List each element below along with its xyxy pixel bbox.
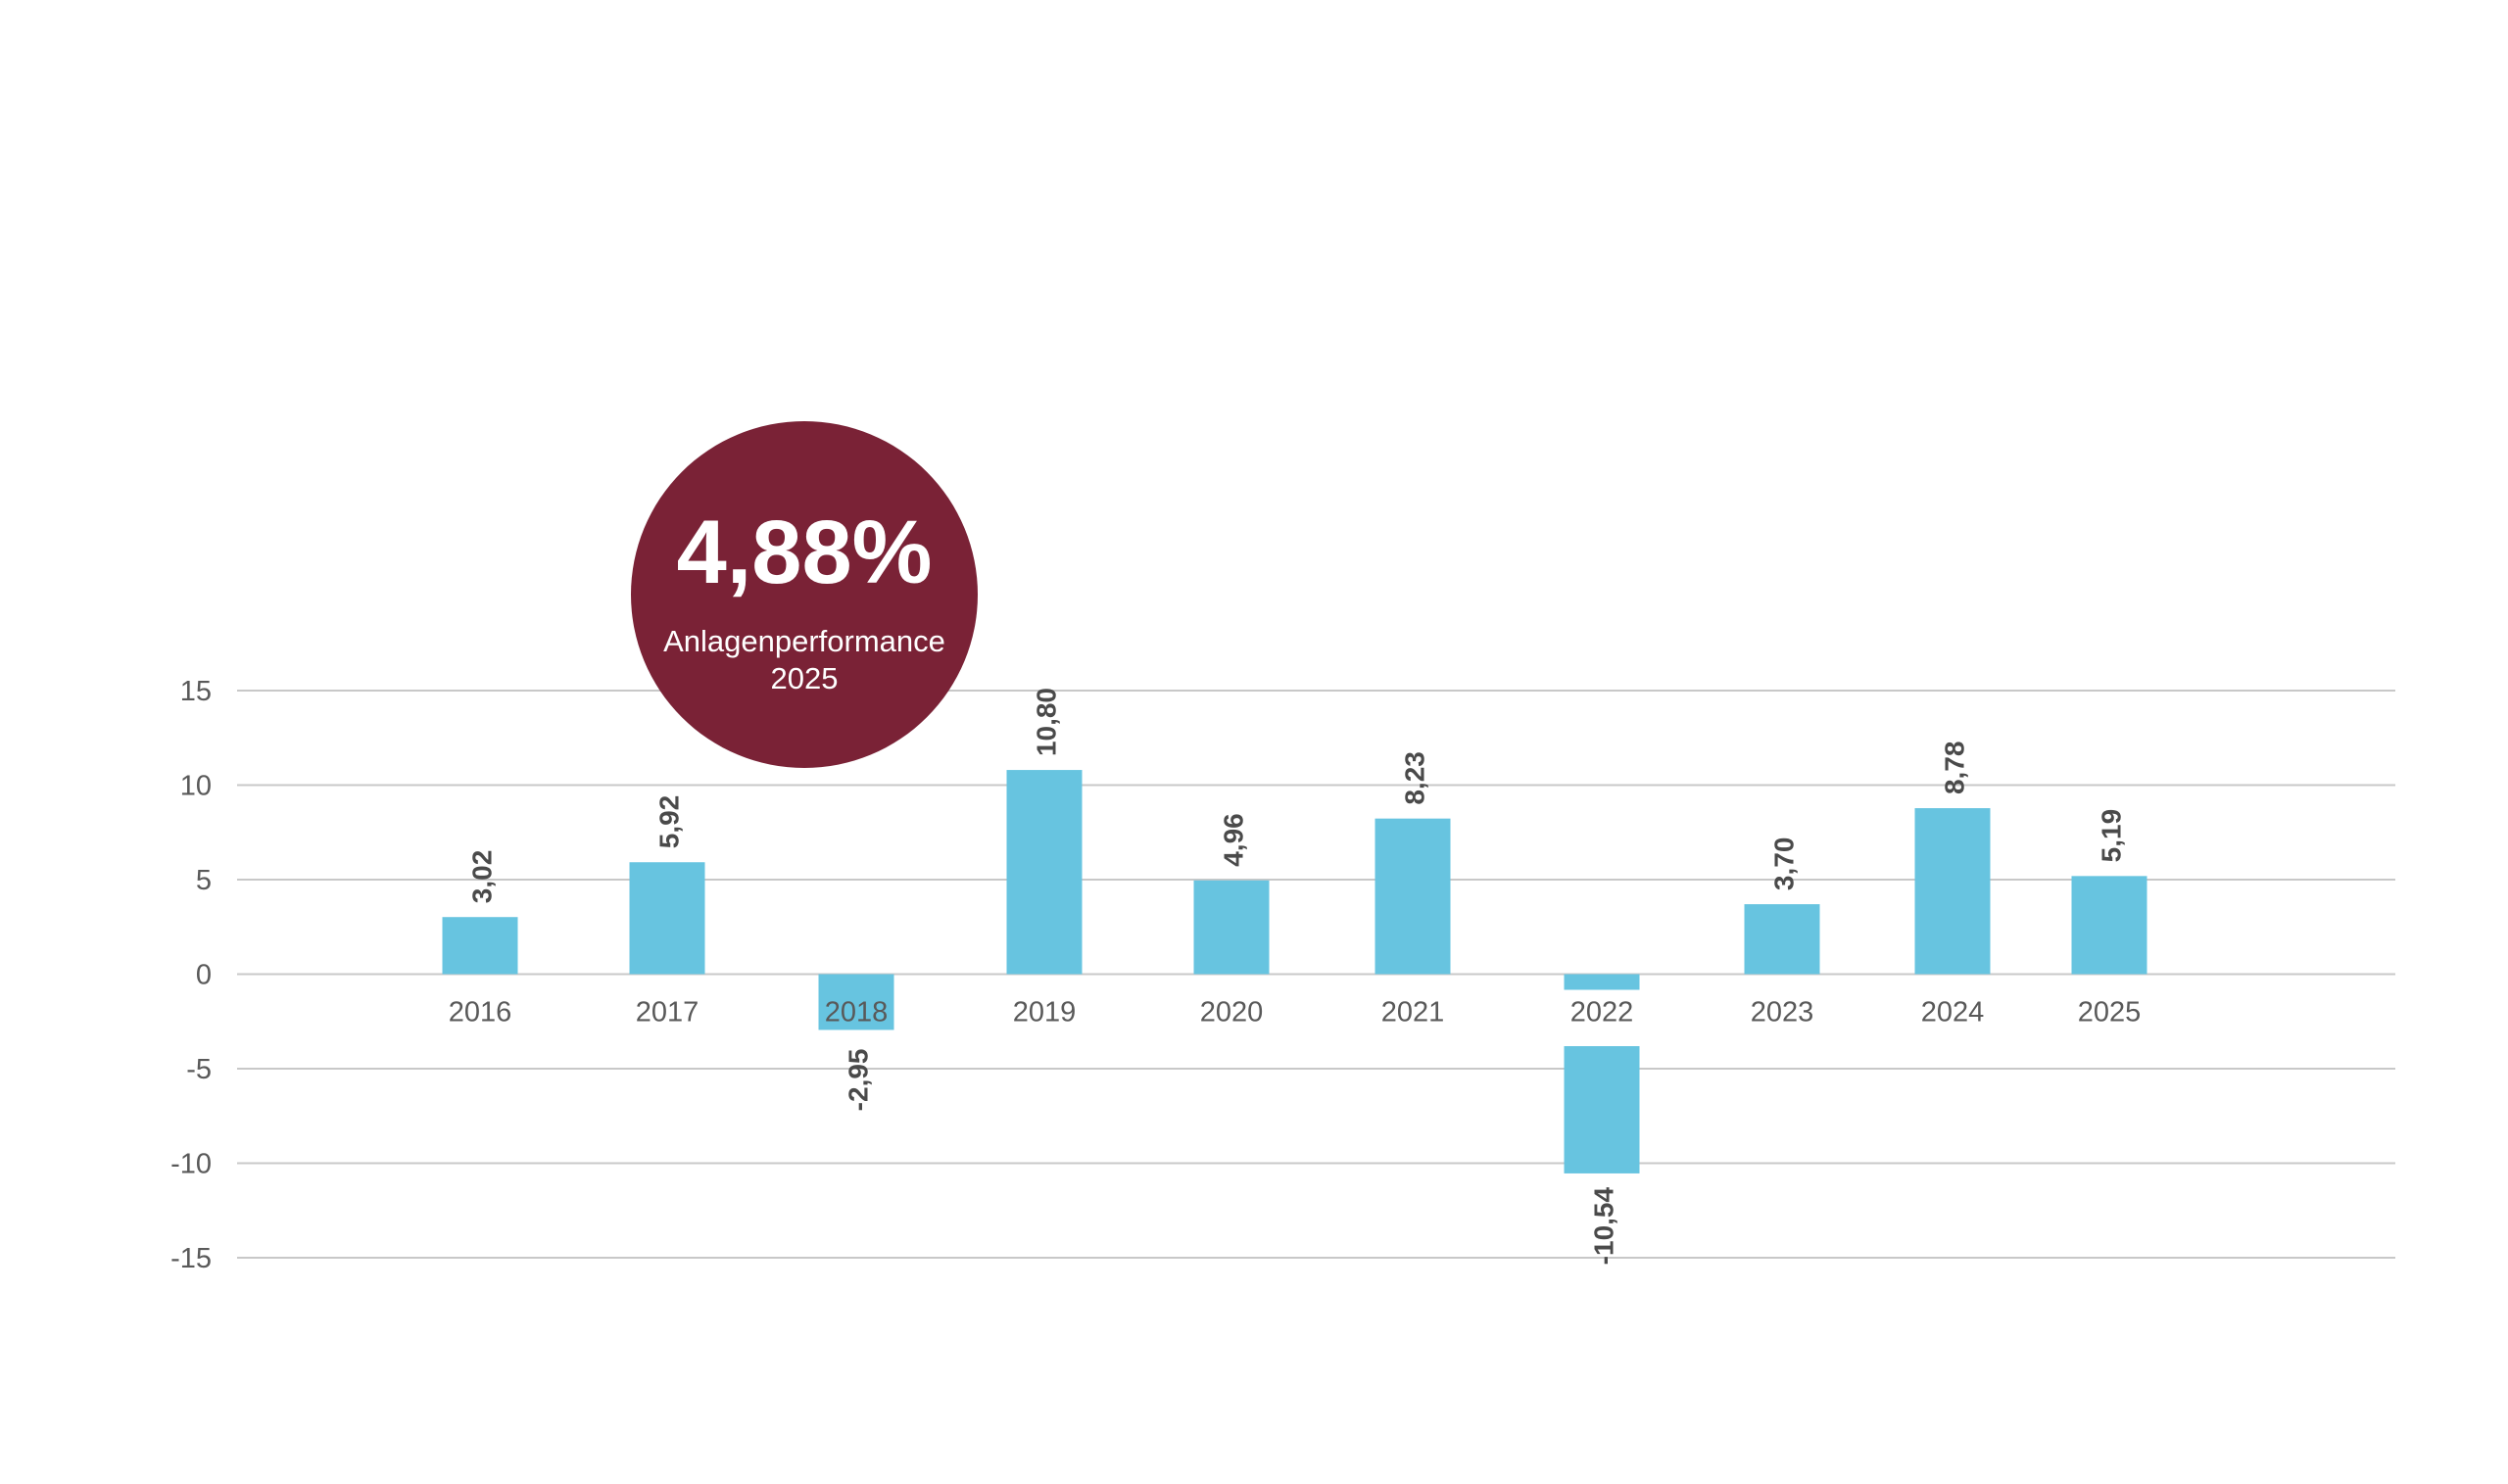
bar bbox=[1744, 904, 1820, 975]
bar bbox=[818, 974, 894, 1030]
y-tick-label: 15 bbox=[180, 676, 212, 707]
data-label: -2,95 bbox=[843, 1049, 873, 1112]
badge-label: Anlagenperformance 2025 bbox=[631, 623, 978, 697]
bar bbox=[2071, 876, 2147, 975]
x-tick-label: 2018 bbox=[825, 997, 889, 1029]
x-tick-label: 2016 bbox=[449, 997, 512, 1029]
bar bbox=[442, 917, 518, 975]
x-tick-label: 2019 bbox=[1013, 997, 1077, 1029]
badge-value: 4,88% bbox=[676, 503, 933, 602]
badge-label-line2: 2025 bbox=[770, 661, 839, 695]
data-label: 3,02 bbox=[466, 850, 497, 904]
y-tick-label: 10 bbox=[180, 771, 212, 802]
y-tick-label: -15 bbox=[170, 1243, 212, 1274]
x-tick-label: 2024 bbox=[1921, 997, 1985, 1029]
data-label: 5,19 bbox=[2096, 809, 2126, 863]
badge-label-line1: Anlagenperformance bbox=[663, 624, 945, 658]
data-label: 5,92 bbox=[653, 795, 684, 849]
data-label: -10,54 bbox=[1588, 1187, 1618, 1266]
x-tick-label: 2017 bbox=[636, 997, 699, 1029]
bar bbox=[629, 862, 705, 975]
bar bbox=[1564, 974, 1640, 990]
bar bbox=[1564, 1046, 1640, 1173]
y-tick-label: -10 bbox=[170, 1149, 212, 1180]
performance-badge: 4,88% Anlagenperformance 2025 bbox=[631, 421, 978, 768]
bar bbox=[1914, 808, 1991, 975]
x-tick-label: 2025 bbox=[2078, 997, 2142, 1029]
data-label: 4,96 bbox=[1218, 813, 1248, 867]
y-tick-label: 0 bbox=[196, 960, 212, 991]
x-tick-label: 2023 bbox=[1751, 997, 1814, 1029]
y-tick-label: 5 bbox=[196, 865, 212, 896]
y-tick-label: -5 bbox=[186, 1054, 212, 1085]
x-tick-label: 2021 bbox=[1381, 997, 1445, 1029]
x-tick-label: 2020 bbox=[1200, 997, 1264, 1029]
bar bbox=[1375, 818, 1451, 975]
data-label: 8,78 bbox=[1939, 742, 1969, 795]
bar bbox=[1193, 880, 1270, 975]
data-label: 10,80 bbox=[1031, 688, 1061, 756]
data-label: 8,23 bbox=[1399, 751, 1429, 805]
x-tick-label: 2022 bbox=[1570, 997, 1634, 1029]
bar bbox=[1006, 770, 1083, 975]
data-label: 3,70 bbox=[1768, 838, 1799, 891]
